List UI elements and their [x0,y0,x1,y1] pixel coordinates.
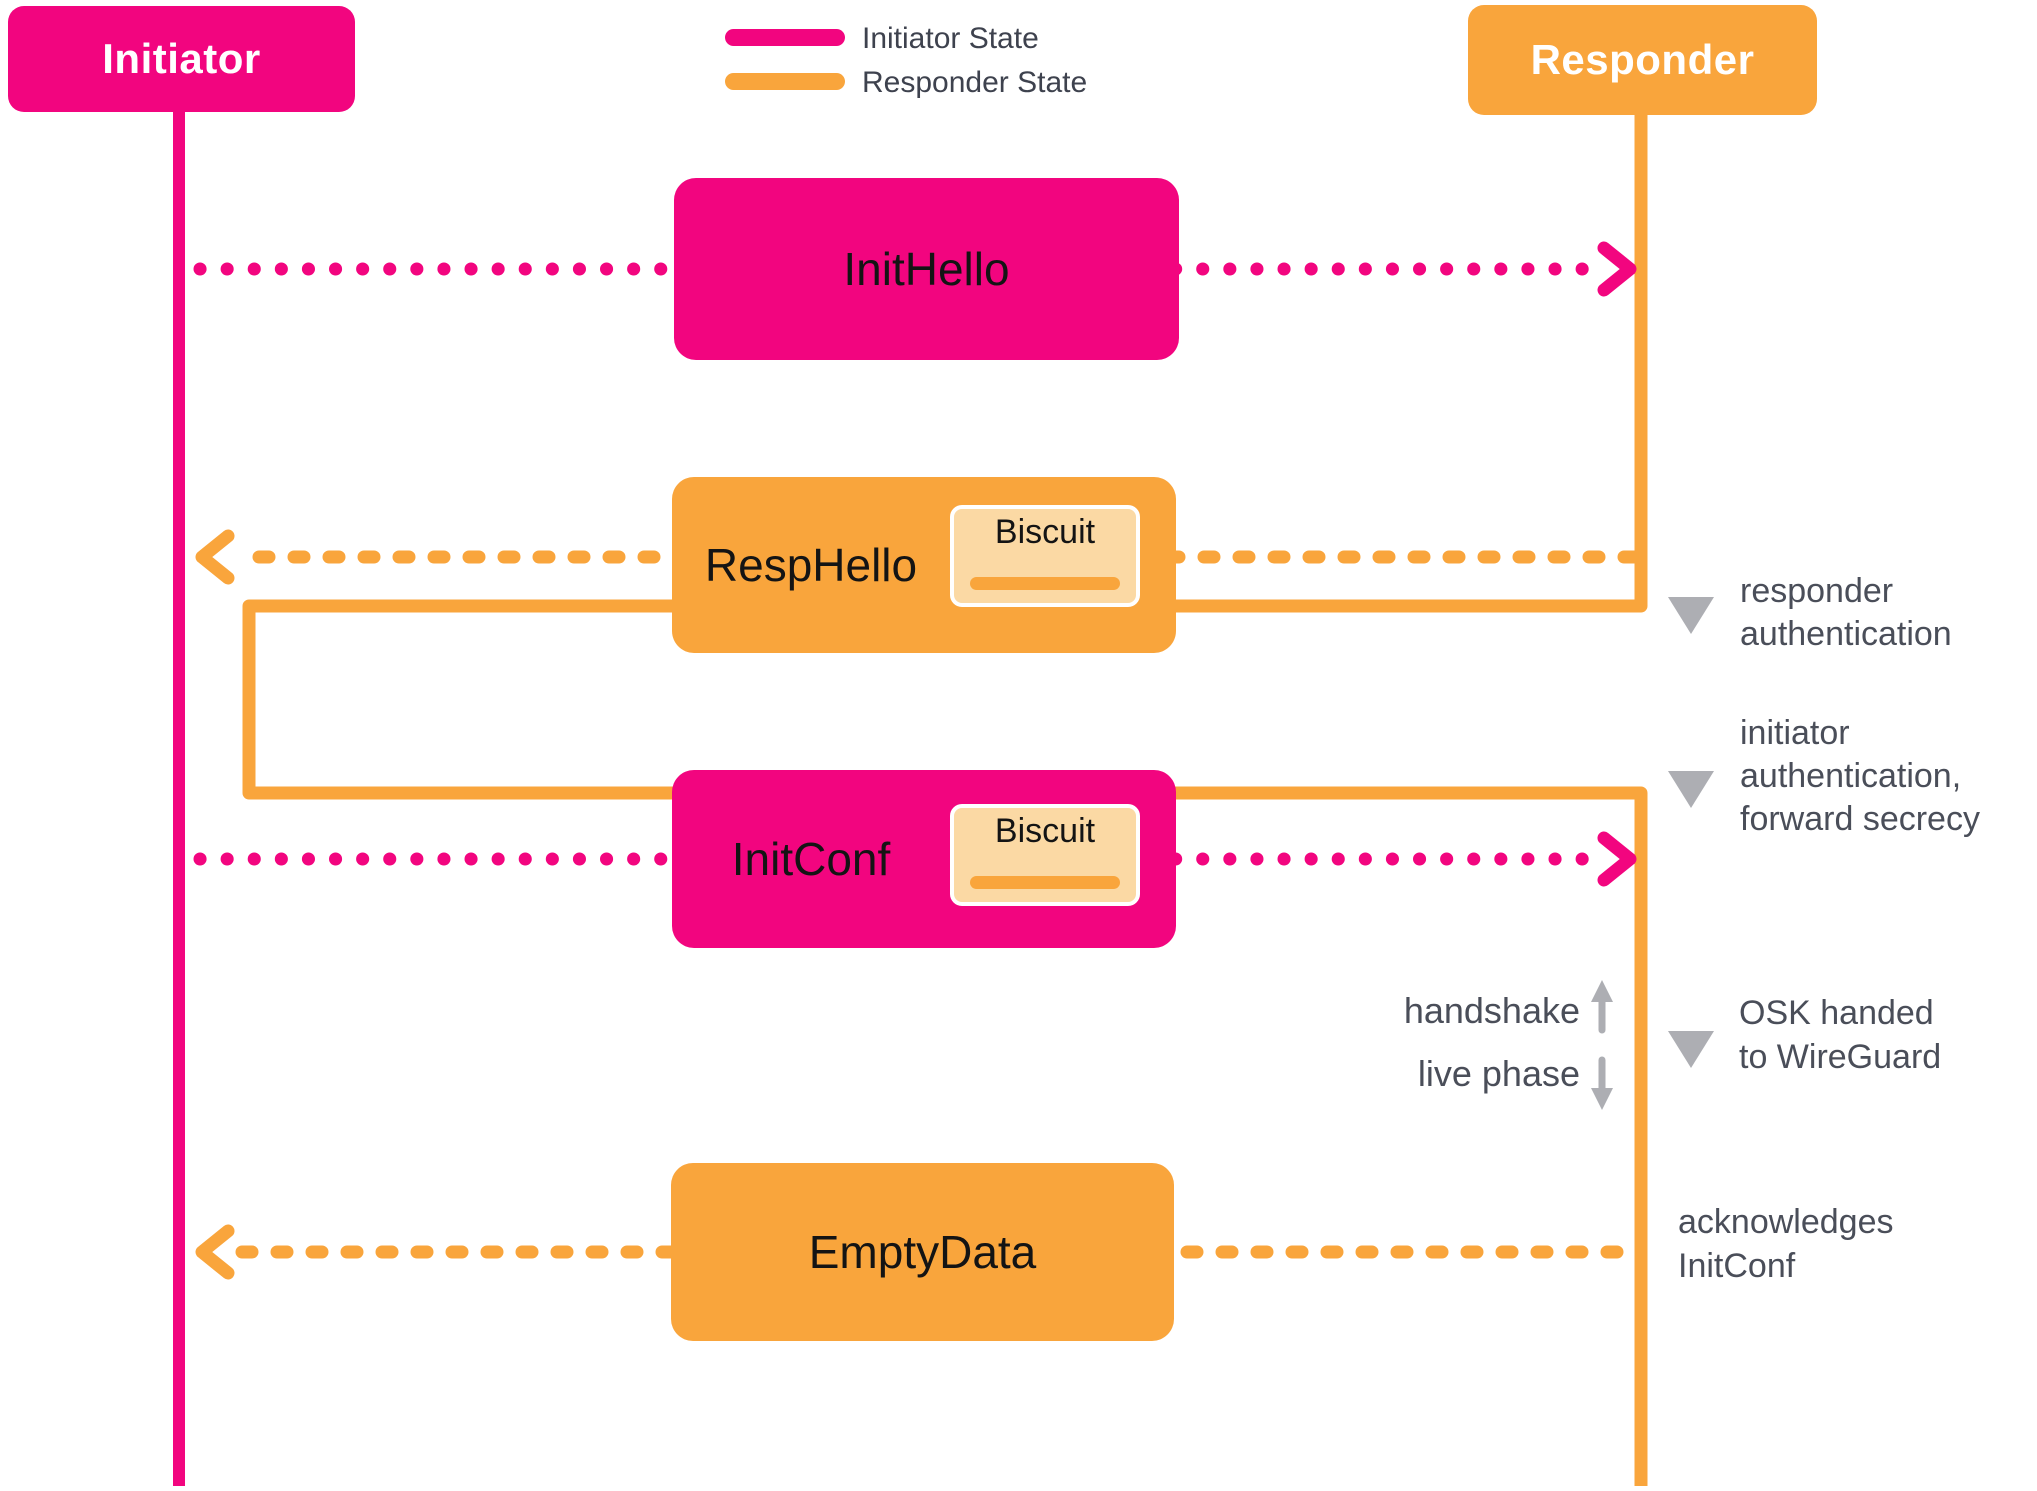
annotation-line: acknowledges [1678,1203,1894,1241]
message-box-inithello: InitHello [674,178,1179,360]
initiator-actor-label: Initiator [102,35,261,82]
legend-swatch-initiator-state [725,29,845,46]
emptydata-arrowhead-icon [195,1224,235,1280]
initiator-auth-triangle-icon [1668,771,1714,808]
handshake-up-arrow-icon [1591,980,1613,1002]
resphello-biscuit-underline [970,577,1120,590]
legend-label-initiator-state: Initiator State [862,22,1039,55]
initconf-biscuit-box: Biscuit [950,804,1140,906]
annotation-line: OSK handed [1739,994,1934,1032]
live-phase-down-arrow-icon [1591,1088,1613,1110]
annotation-line: to WireGuard [1739,1038,1942,1076]
emptydata-label: EmptyData [808,1226,1037,1278]
initconf-arrowhead-icon [1597,831,1637,887]
annotation-responder-authentication: responder authentication [1740,570,1952,656]
legend-label-responder-state: Responder State [862,66,1088,99]
resphello-biscuit-box: Biscuit [950,505,1140,607]
handshake-phase-label: handshake [1403,990,1580,1031]
annotation-line: forward secrecy [1740,800,1980,838]
initconf-biscuit-underline [970,876,1120,889]
live-phase-label: live phase [1417,1053,1580,1094]
responder-auth-triangle-icon [1668,597,1714,634]
resphello-arrowhead-icon [195,529,235,585]
resphello-label: RespHello [704,539,918,591]
annotation-line: InitConf [1678,1247,1796,1285]
annotation-line: responder [1740,572,1894,610]
initconf-label: InitConf [731,833,891,885]
initiator-actor-box: Initiator [8,6,355,112]
annotation-line: authentication, [1740,757,1962,795]
message-box-resphello: RespHello Biscuit [672,477,1176,653]
resphello-biscuit-label: Biscuit [994,513,1096,551]
message-box-emptydata: EmptyData [671,1163,1174,1341]
responder-actor-label: Responder [1530,36,1755,83]
osk-triangle-icon [1668,1031,1714,1068]
initconf-biscuit-label: Biscuit [994,812,1096,850]
inithello-label: InitHello [843,243,1010,295]
annotation-initiator-authentication: initiator authentication, forward secrec… [1740,712,1980,841]
annotation-osk-handed: OSK handed to WireGuard [1739,991,1941,1079]
responder-actor-box: Responder [1468,5,1817,115]
annotation-line: authentication [1740,615,1952,653]
message-box-initconf: InitConf Biscuit [672,770,1176,948]
responder-lifeline-state-path [242,110,1648,1486]
annotation-line: initiator [1740,714,1850,752]
annotation-acknowledges-initconf: acknowledges InitConf [1678,1200,1893,1288]
inithello-arrowhead-icon [1597,241,1637,297]
legend-swatch-responder-state [725,73,845,90]
